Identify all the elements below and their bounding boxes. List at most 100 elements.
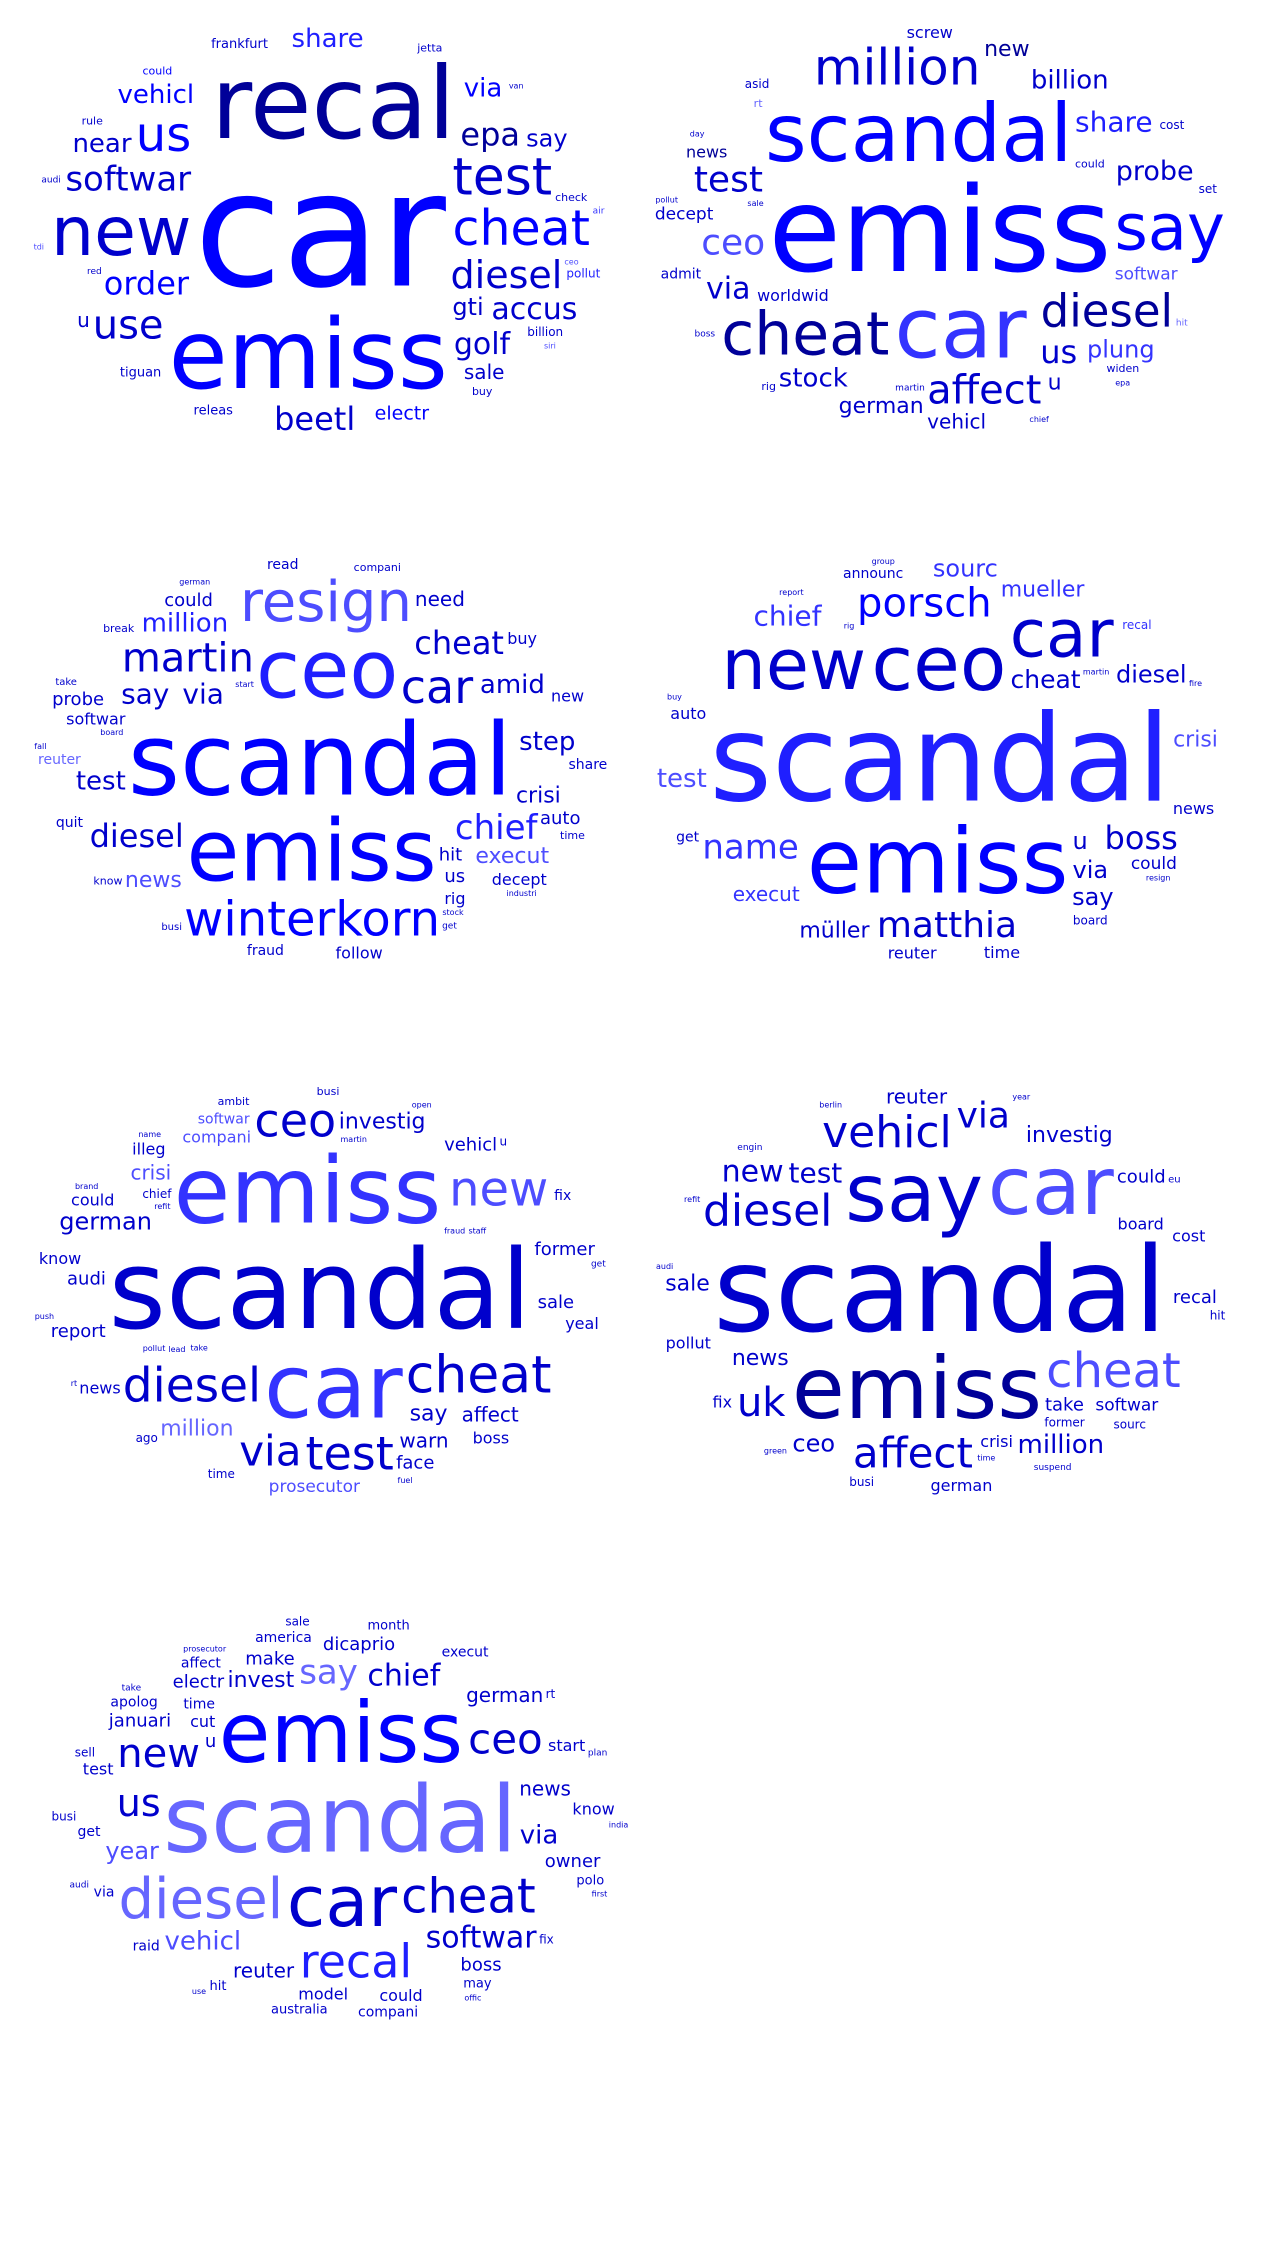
cloud-word: via (957, 1095, 1010, 1136)
cloud-word: investig (1026, 1123, 1113, 1148)
cloud-word: test (694, 160, 763, 201)
cloud-word: quit (56, 815, 84, 831)
cloud-word: cost (1172, 1226, 1205, 1245)
cloud-word: probe (52, 689, 104, 710)
cloud-word: car (287, 1861, 397, 1943)
cloud-word: recal (211, 45, 455, 162)
cloud-word: via (520, 1820, 559, 1850)
cloud-word: cheat (401, 1868, 536, 1924)
cloud-word: execut (733, 882, 800, 906)
cloud-word: news (519, 1776, 571, 1800)
cloud-word: emiss (219, 1684, 463, 1782)
cloud-word: audi (67, 1268, 106, 1289)
cloud-word: million (1018, 1430, 1105, 1460)
cloud-word: refit (154, 1202, 170, 1211)
cloud-word: sale (464, 360, 505, 384)
cloud-word: share (1075, 105, 1153, 138)
cloud-word: rule (82, 115, 104, 128)
cloud-word: car (1010, 596, 1115, 673)
cloud-word: buy (472, 385, 493, 398)
cloud-word: ceo (871, 619, 1006, 708)
cloud-word: worldwid (757, 286, 829, 305)
cloud-word: test (305, 1427, 393, 1481)
cloud-word: martin (895, 384, 925, 394)
cloud-word: report (51, 1321, 106, 1342)
cloud-word: cheat (414, 624, 504, 662)
cloud-word: via (182, 677, 224, 710)
cloud-word: rig (844, 621, 855, 630)
cloud-word: vehicl (927, 410, 986, 434)
cloud-word: resign (240, 570, 412, 635)
cloud-word: sale (747, 199, 763, 208)
cloud-word: rt (754, 97, 764, 110)
cloud-word: buy (667, 692, 682, 701)
cloud-word: sell (75, 1746, 95, 1760)
cloud-word: former (1044, 1416, 1084, 1430)
cloud-word: buy (507, 629, 537, 648)
cloud-word: sale (285, 1615, 309, 1629)
cloud-word: audi (70, 1880, 89, 1890)
cloud-word: say (1072, 883, 1113, 911)
cloud-word: ago (136, 1431, 158, 1445)
cloud-word: test (657, 764, 707, 794)
cloud-word: audi (41, 175, 60, 185)
cloud-word: green (764, 1446, 787, 1455)
cloud-word: crisi (130, 1160, 171, 1184)
cloud-word: lead (168, 1345, 185, 1354)
cloud-word: billion (527, 325, 563, 339)
cloud-word: fraud (444, 1226, 465, 1235)
cloud-word: softwar (426, 1920, 538, 1955)
cloud-word: german (931, 1476, 993, 1495)
cloud-word: crisi (980, 1432, 1013, 1451)
cloud-word: uk (737, 1380, 786, 1426)
cloud-word: rig (761, 380, 776, 393)
cloud-word: raid (133, 1938, 160, 1954)
cloud-word: jetta (416, 42, 442, 55)
cloud-word: australia (271, 2002, 328, 2017)
cloud-word: model (298, 1984, 348, 2003)
cloud-word: read (267, 557, 299, 573)
cloud-word: break (103, 622, 135, 635)
cloud-word: test (452, 148, 552, 208)
cloud-word: scandal (128, 702, 512, 819)
cloud-word: mueller (1001, 577, 1086, 602)
cloud-word: reuter (38, 752, 81, 768)
cloud-word: share (568, 757, 607, 773)
cloud-word: apolog (110, 1695, 157, 1711)
cloud-word: hit (210, 1979, 227, 1994)
cloud-word: german (179, 577, 210, 586)
cloud-word: decept (655, 205, 714, 225)
cloud-word: cheat (453, 200, 590, 257)
cloud-word: vehicl (444, 1135, 497, 1156)
cloud-word: sale (665, 1272, 710, 1297)
cloud-word: screw (907, 23, 953, 42)
cloud-word: golf (454, 327, 512, 362)
cloud-word: admit (661, 267, 702, 283)
cloud-word: need (415, 587, 465, 611)
cloud-word: share (292, 24, 364, 54)
cloud-word: car (401, 660, 473, 714)
cloud-word: polo (576, 1874, 604, 1889)
cloud-word: million (142, 609, 229, 639)
word-cloud-3: scandalemissceoresignwinterkorncarmartin… (34, 557, 607, 962)
cloud-word: german (59, 1208, 152, 1236)
cloud-word: chief (142, 1187, 172, 1201)
cloud-word: audi (656, 1262, 673, 1271)
cloud-word: via (239, 1427, 301, 1476)
cloud-word: softwar (66, 709, 126, 728)
cloud-word: million (814, 39, 981, 97)
cloud-word: time (208, 1467, 235, 1481)
cloud-word: us (1040, 333, 1077, 371)
cloud-word: take (55, 677, 77, 688)
cloud-word: check (555, 191, 588, 204)
cloud-word: fraud (247, 943, 284, 959)
cloud-word: via (464, 73, 503, 103)
cloud-word: say (526, 124, 567, 152)
cloud-word: crisi (1173, 727, 1218, 752)
cloud-word: german (466, 1683, 543, 1707)
cloud-word: diesel (451, 253, 563, 297)
cloud-word: auto (670, 704, 706, 723)
cloud-word: india (609, 1821, 629, 1830)
cloud-word: million (160, 1417, 233, 1442)
